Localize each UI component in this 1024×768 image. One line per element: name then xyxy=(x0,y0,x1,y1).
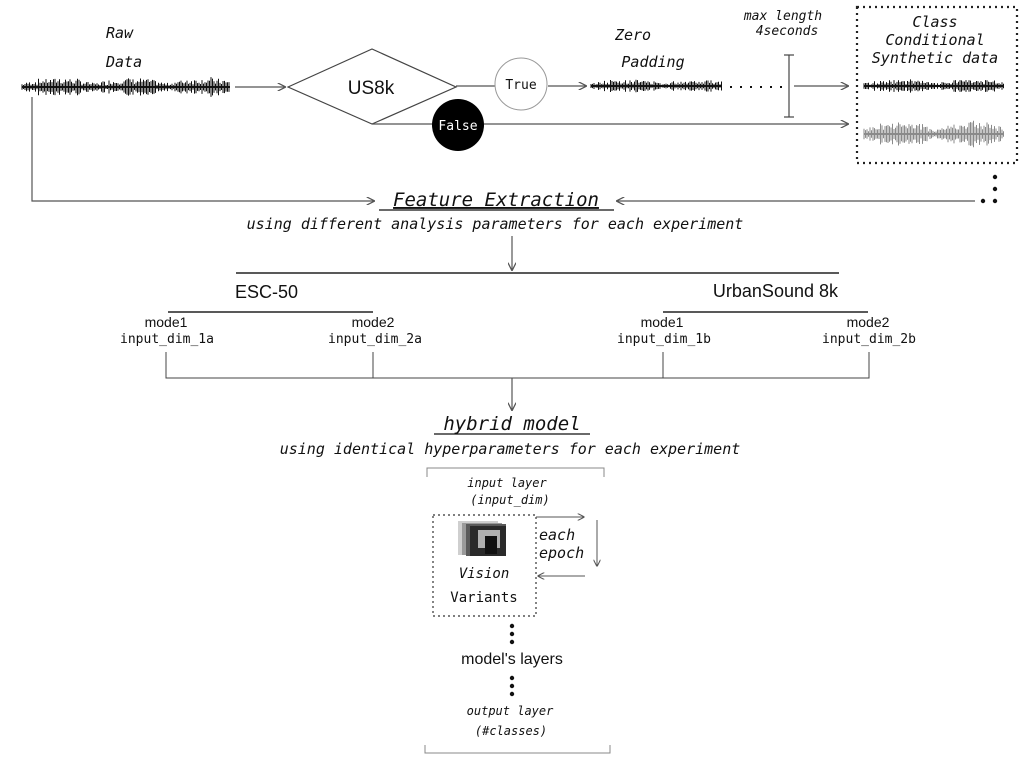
output-layer-classes: (#classes) xyxy=(475,724,547,738)
us-mode1-dim: input_dim_1b xyxy=(617,332,711,347)
feature-extraction-subtitle: using different analysis parameters for … xyxy=(247,215,744,233)
synthetic-label-2: Conditional xyxy=(885,31,984,49)
spectrogram-stack-icon xyxy=(458,521,506,556)
esc-mode1: mode1 xyxy=(145,314,188,330)
decision-diamond xyxy=(286,48,458,125)
padded-waveform-icon xyxy=(590,79,722,93)
input-layer-label: input layer xyxy=(467,476,547,490)
us-mode2: mode2 xyxy=(847,314,890,330)
each-epoch-label: each xyxy=(539,526,575,544)
true-label: True xyxy=(505,78,536,93)
hybrid-model-subtitle: using identical hyperparameters for each… xyxy=(280,440,741,458)
output-layer-label: output layer xyxy=(467,704,554,718)
zero-padding-label-2: Padding xyxy=(621,53,684,71)
synthetic-data-box xyxy=(855,5,1019,165)
esc-mode2-dim: input_dim_2a xyxy=(328,332,422,347)
vision-label-1: Vision xyxy=(459,566,510,582)
modes-merge-bracket xyxy=(165,352,870,379)
feature-extraction-title: Feature Extraction xyxy=(393,189,599,211)
output-layer-bracket xyxy=(424,745,611,754)
false-node xyxy=(432,99,484,151)
raw-data-label: Raw xyxy=(106,24,134,42)
raw-waveform-icon xyxy=(21,77,230,97)
esc-mode2: mode2 xyxy=(352,314,395,330)
max-length-label: max length xyxy=(743,9,822,24)
arrow-raw-to-features xyxy=(31,97,374,201)
true-node xyxy=(494,57,548,111)
synthetic-label-1: Class xyxy=(912,13,957,31)
synthetic-label-3: Synthetic data xyxy=(872,49,998,67)
raw-data-label-2: Data xyxy=(105,53,142,71)
input-layer-dim: (input_dim) xyxy=(470,493,549,507)
synthetic-waveform-icon xyxy=(863,79,1004,93)
each-epoch-label-2: epoch xyxy=(539,544,584,562)
us-mode2-dim: input_dim_2b xyxy=(822,332,916,347)
vision-variants-box xyxy=(432,514,537,617)
decision-label: US8k xyxy=(348,78,395,99)
esc-mode1-dim: input_dim_1a xyxy=(120,332,214,347)
us-mode1: mode1 xyxy=(641,314,684,330)
original-waveform-icon xyxy=(863,120,1004,148)
urbansound-label: UrbanSound 8k xyxy=(713,281,839,301)
hybrid-model-title: hybrid model xyxy=(443,413,580,435)
models-layers-label: model's layers xyxy=(461,651,563,668)
esc50-label: ESC-50 xyxy=(235,282,298,302)
vision-label-2: Variants xyxy=(450,590,517,606)
max-length-value: 4seconds xyxy=(756,24,819,39)
input-layer-bracket xyxy=(426,467,605,477)
false-label: False xyxy=(438,119,477,134)
zero-padding-label: Zero xyxy=(614,26,651,44)
